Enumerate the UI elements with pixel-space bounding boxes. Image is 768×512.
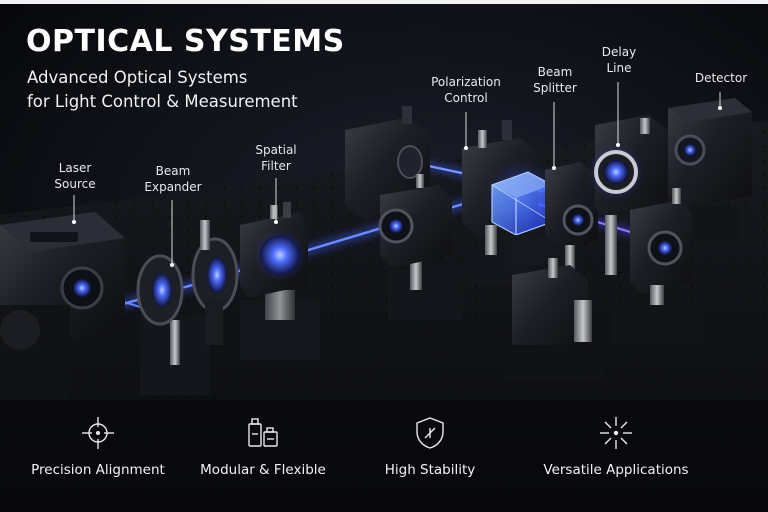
mirror-mount-unit [378,174,463,320]
page-subtitle: Advanced Optical Systems for Light Contr… [27,66,298,114]
crosshair-icon [82,417,114,449]
subtitle-line-2: for Light Control & Measurement [27,92,298,111]
label-detector: Detector [694,71,748,85]
label-delay-line: Delay Line [601,45,637,75]
feature-label: High Stability [384,462,476,478]
label-leader-dots [72,106,722,267]
feature-row: Precision Alignment Modular & Flexible H… [0,410,768,500]
starburst-icon [600,417,632,449]
laser-source-unit [0,212,125,400]
subtitle-line-1: Advanced Optical Systems [27,68,248,87]
feature-high-stability: High Stability [340,410,520,478]
top-rule [0,0,768,4]
label-beam-expander: Beam Expander [144,164,202,194]
spatial-filter-unit [240,202,320,360]
front-center-mount [505,258,605,380]
label-laser-source: Laser Source [54,161,96,191]
feature-label: Versatile Applications [543,462,689,478]
label-polarization-control: Polarization Control [431,75,501,105]
beam-expander-unit [136,220,239,395]
detector-unit [668,98,752,240]
label-beam-splitter: Beam Splitter [533,65,577,95]
modules-icon [248,418,278,447]
label-leader-lines [73,82,721,265]
front-lens-mount [612,188,702,345]
delay-line-unit [588,115,668,275]
feature-precision-alignment: Precision Alignment [8,410,188,478]
label-spatial-filter: Spatial Filter [255,143,297,173]
feature-label: Precision Alignment [31,462,165,478]
shield-icon [416,417,444,449]
beam-splitter-unit [484,160,565,265]
feature-modular-flexible: Modular & Flexible [173,410,353,478]
feature-label: Modular & Flexible [200,462,326,478]
page-title: OPTICAL SYSTEMS [26,24,345,59]
splitter-side-mount [545,162,598,275]
feature-versatile-applications: Versatile Applications [526,410,706,478]
